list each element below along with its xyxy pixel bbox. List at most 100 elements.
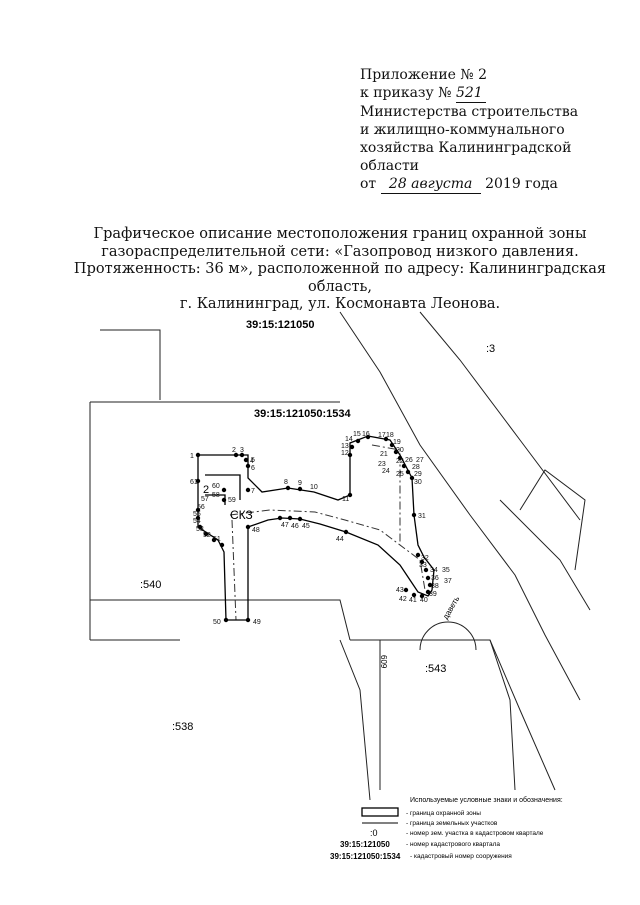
vertex-point <box>245 524 251 530</box>
legend-item-text: - кадастровый номер сооружения <box>410 852 512 860</box>
vertex-label: 56 <box>197 504 205 511</box>
vertex-label: 11 <box>342 496 349 503</box>
document-title: Графическое описание местоположения гран… <box>60 226 620 314</box>
vertex-point <box>347 492 353 498</box>
legend: Используемые условные знаки и обозначени… <box>330 796 563 861</box>
parcel-boundary-line <box>499 499 591 611</box>
vertex-point <box>393 449 399 455</box>
vertex-point <box>397 455 403 461</box>
vertex-label: 19 <box>393 439 401 446</box>
vertex-label: 39 <box>429 591 437 598</box>
vertex-point <box>427 582 433 588</box>
vertex-label: 49 <box>253 619 261 626</box>
vertex-point <box>383 436 389 442</box>
legend-heading: Используемые условные знаки и обозначени… <box>410 796 563 804</box>
vertex-point <box>389 442 395 448</box>
legend-zone-symbol <box>361 807 399 817</box>
parcel-label: 39:15:121050:1534 <box>254 408 352 420</box>
vertex-point <box>195 507 201 513</box>
title-line-1: Графическое описание местоположения гран… <box>93 226 587 242</box>
vertex-point <box>347 452 353 458</box>
ministry-line-1: Министерства строительства <box>360 104 579 120</box>
parcel-543-label: :543 <box>425 663 446 675</box>
vertex-label: 6 <box>251 465 255 472</box>
vertex-point <box>297 486 303 492</box>
vertex-label: 58 <box>212 492 220 499</box>
parcel-boundaries <box>89 311 591 801</box>
vertex-label: 26 <box>405 457 413 464</box>
vertex-point <box>405 469 411 475</box>
parcel-boundary-line <box>519 469 586 571</box>
vertex-label: 3 <box>240 447 244 454</box>
map-labels: 39:15:121050 39:15:121050:1534 :3 :540 :… <box>140 319 495 733</box>
pipeline-line <box>229 509 426 591</box>
street-609-label: 609 <box>379 655 388 669</box>
order-number: 521 <box>455 84 486 103</box>
vertex-label: 35 <box>442 567 450 574</box>
vertex-point <box>219 542 225 548</box>
vertex-point <box>419 593 425 599</box>
vertex-point <box>233 452 239 458</box>
vertex-label: 4 <box>250 458 254 465</box>
vertex-point <box>223 617 229 623</box>
vertex-point <box>355 438 361 444</box>
vertex-label: 12 <box>341 450 349 457</box>
pipeline-line <box>231 519 237 621</box>
title-line-4: г. Калининград, ул. Космонавта Леонова. <box>179 296 501 312</box>
vertex-label: 14 <box>345 436 353 443</box>
vertex-point <box>195 478 201 484</box>
pipeline-line <box>371 444 401 545</box>
vertex-point <box>243 457 249 463</box>
vertex-point <box>365 434 371 440</box>
vertex-label: 54 <box>193 518 201 525</box>
vertex-point <box>239 452 245 458</box>
vertex-point <box>415 552 421 558</box>
vertex-point <box>211 537 217 543</box>
parcel-boundary-line <box>339 311 581 701</box>
vertex-point <box>195 515 201 521</box>
vertex-point <box>423 567 429 573</box>
legend-item-text: - граница охранной зоны <box>406 809 481 817</box>
vertex-label: 29 <box>414 471 422 478</box>
vertex-label: 34 <box>430 567 438 574</box>
parcel-boundary-line <box>489 639 516 791</box>
vertex-point <box>403 587 409 593</box>
legend-item-text: - номер кадастрового квартала <box>406 841 500 848</box>
vertex-label: 32 <box>421 555 429 562</box>
parcel-boundary-line <box>419 621 477 651</box>
vertex-label: 17 <box>378 432 386 439</box>
legend-symbol-text: :0 <box>370 828 378 838</box>
parcel-538-label: :538 <box>172 721 193 733</box>
vertex-label: 28 <box>412 464 420 471</box>
parcel-boundary-line <box>419 311 581 521</box>
vertex-label: 38 <box>431 583 439 590</box>
vertex-label: 61 <box>190 479 198 486</box>
vertex-label: 53 <box>196 526 204 533</box>
vertex-point <box>425 589 431 595</box>
vertex-labels: 1 2 3 4 5 6 7 8 9 10 11 12 13 14 15 16 1… <box>190 431 452 626</box>
vertex-label: 37 <box>444 578 452 585</box>
parcel-boundary-line <box>90 599 351 641</box>
vertex-point <box>195 452 201 458</box>
parcel-boundary-line <box>350 639 556 791</box>
vertex-label: 21 <box>380 451 388 458</box>
vertex-label: 5 <box>251 457 255 464</box>
legend-item-text: - номер зем. участка в кадастровом кварт… <box>406 830 544 837</box>
vertex-label: 15 <box>353 431 361 438</box>
vertex-point <box>409 475 415 481</box>
vertex-label: 40 <box>420 597 428 604</box>
vertex-label: 18 <box>386 432 394 439</box>
vertex-label: 52 <box>203 532 211 539</box>
vertex-label: 16 <box>362 431 370 438</box>
zone-inner-line <box>205 474 241 500</box>
vertex-label: 2 <box>232 447 236 454</box>
parcel-3-label: :3 <box>486 343 495 355</box>
vertex-point <box>245 463 251 469</box>
order-date-line: от 28 августа 2019 года <box>360 176 558 194</box>
vertex-label: 9 <box>298 480 302 487</box>
zone-tag-label: даветь <box>441 595 461 621</box>
vertex-point <box>411 592 417 598</box>
vertex-label: 47 <box>281 522 289 529</box>
vertex-label: 33 <box>419 562 427 569</box>
